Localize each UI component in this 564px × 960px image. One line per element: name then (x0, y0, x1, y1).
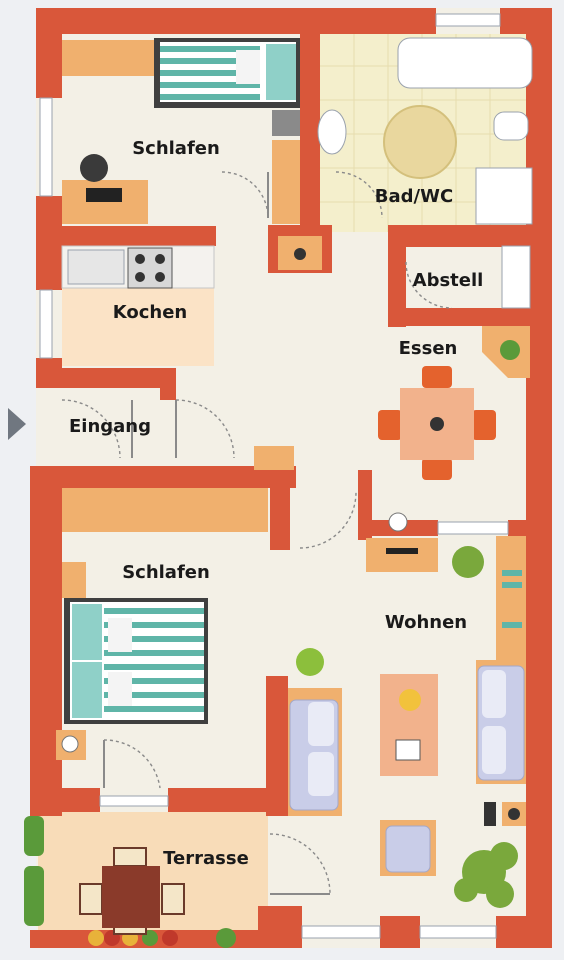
room-label-eingang: Eingang (69, 416, 151, 437)
sink (317, 109, 347, 155)
speaker (484, 802, 496, 826)
storage-shelf (501, 245, 531, 309)
bathtub (397, 37, 533, 89)
bench (254, 446, 294, 470)
room-label-terrasse: Terrasse (163, 848, 249, 869)
bookshelf (496, 536, 526, 660)
dining-set-essen (378, 366, 496, 480)
walls (30, 8, 552, 948)
stove (127, 247, 173, 289)
shelf (272, 140, 300, 224)
bath-rug (383, 105, 457, 179)
entrance-arrow-icon (8, 408, 26, 440)
room-label-schlafen-top: Schlafen (132, 138, 220, 159)
nightstand-left (62, 562, 86, 598)
plant-icon (296, 648, 324, 676)
door-swings (61, 171, 453, 895)
wohnen-plant-icon (452, 546, 484, 578)
armchair (385, 825, 431, 873)
lamp (388, 512, 408, 532)
books (502, 570, 522, 628)
room-label-abstell: Abstell (413, 270, 484, 291)
bedside-lamp (61, 735, 79, 753)
magazines (395, 739, 421, 761)
kitchen-sink (67, 249, 125, 285)
desk-chair (80, 154, 108, 182)
tv (386, 548, 418, 554)
shower (475, 167, 533, 225)
room-label-wohnen: Wohnen (385, 612, 467, 633)
wardrobe (62, 40, 154, 76)
door-leaves (103, 172, 330, 895)
keyboard (86, 188, 122, 202)
tv-sideboard (366, 538, 438, 572)
stove-burners (135, 254, 165, 282)
bed-top (154, 38, 300, 108)
bed-bottom (64, 598, 208, 724)
room-label-schlafen-bottom: Schlafen (122, 562, 210, 583)
room-label-essen: Essen (399, 338, 458, 359)
side-lamp (508, 808, 520, 820)
terrace-hedge (24, 816, 44, 926)
essen-plant-icon (500, 340, 520, 360)
wardrobe-bottom (62, 488, 268, 532)
terrace-dining-set (79, 847, 185, 935)
toilet (493, 111, 529, 141)
windows (39, 13, 509, 939)
nightstand-lamp (272, 110, 300, 136)
room-label-bad-wc: Bad/WC (375, 186, 453, 207)
cabinet-knob (294, 248, 306, 260)
large-plant-icon (454, 842, 518, 908)
fruit-bowl (399, 689, 421, 711)
room-label-kochen: Kochen (113, 302, 188, 323)
sofa-right (476, 660, 526, 784)
sofa-left (288, 688, 342, 816)
